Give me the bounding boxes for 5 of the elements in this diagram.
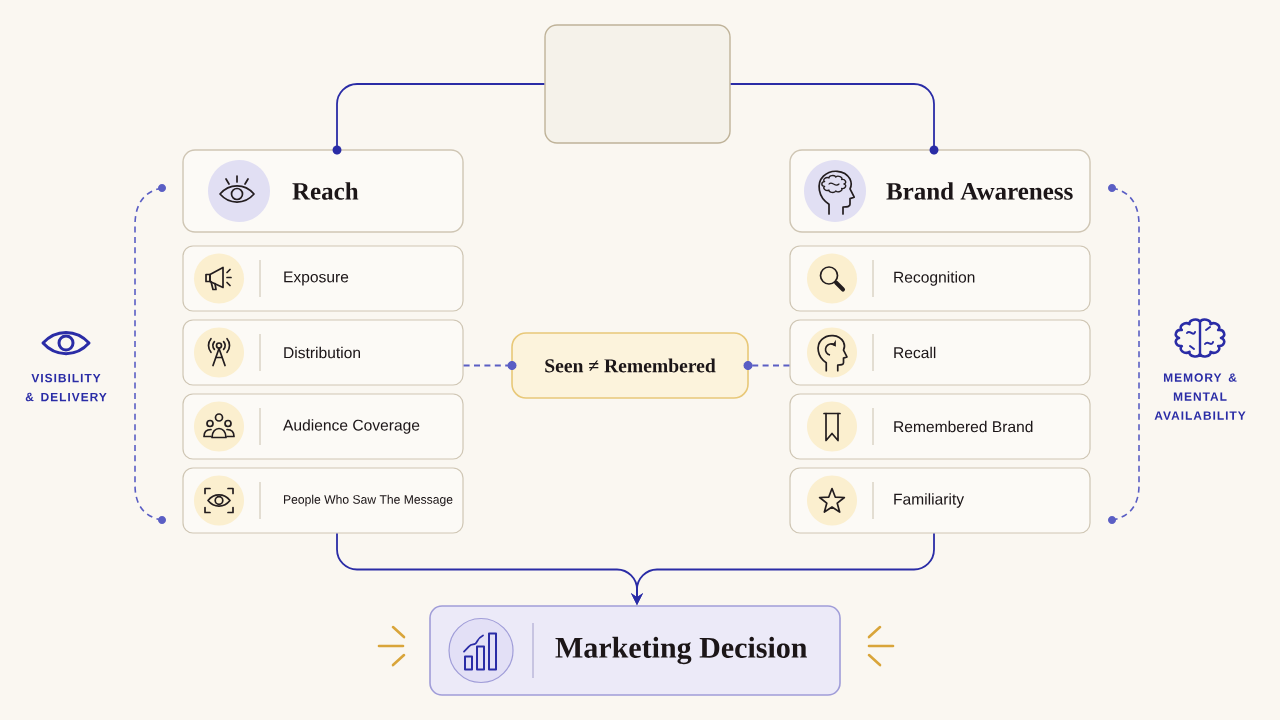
side-label: VISIBILITY & DELIVERY — [25, 373, 107, 402]
callout-box: Seen ≠ Remembered — [511, 332, 749, 399]
side-label: MEMORY & MENTAL AVAILABILITY — [1154, 373, 1246, 420]
decision-card: Marketing Decision — [429, 605, 841, 696]
empty-card — [544, 24, 731, 144]
